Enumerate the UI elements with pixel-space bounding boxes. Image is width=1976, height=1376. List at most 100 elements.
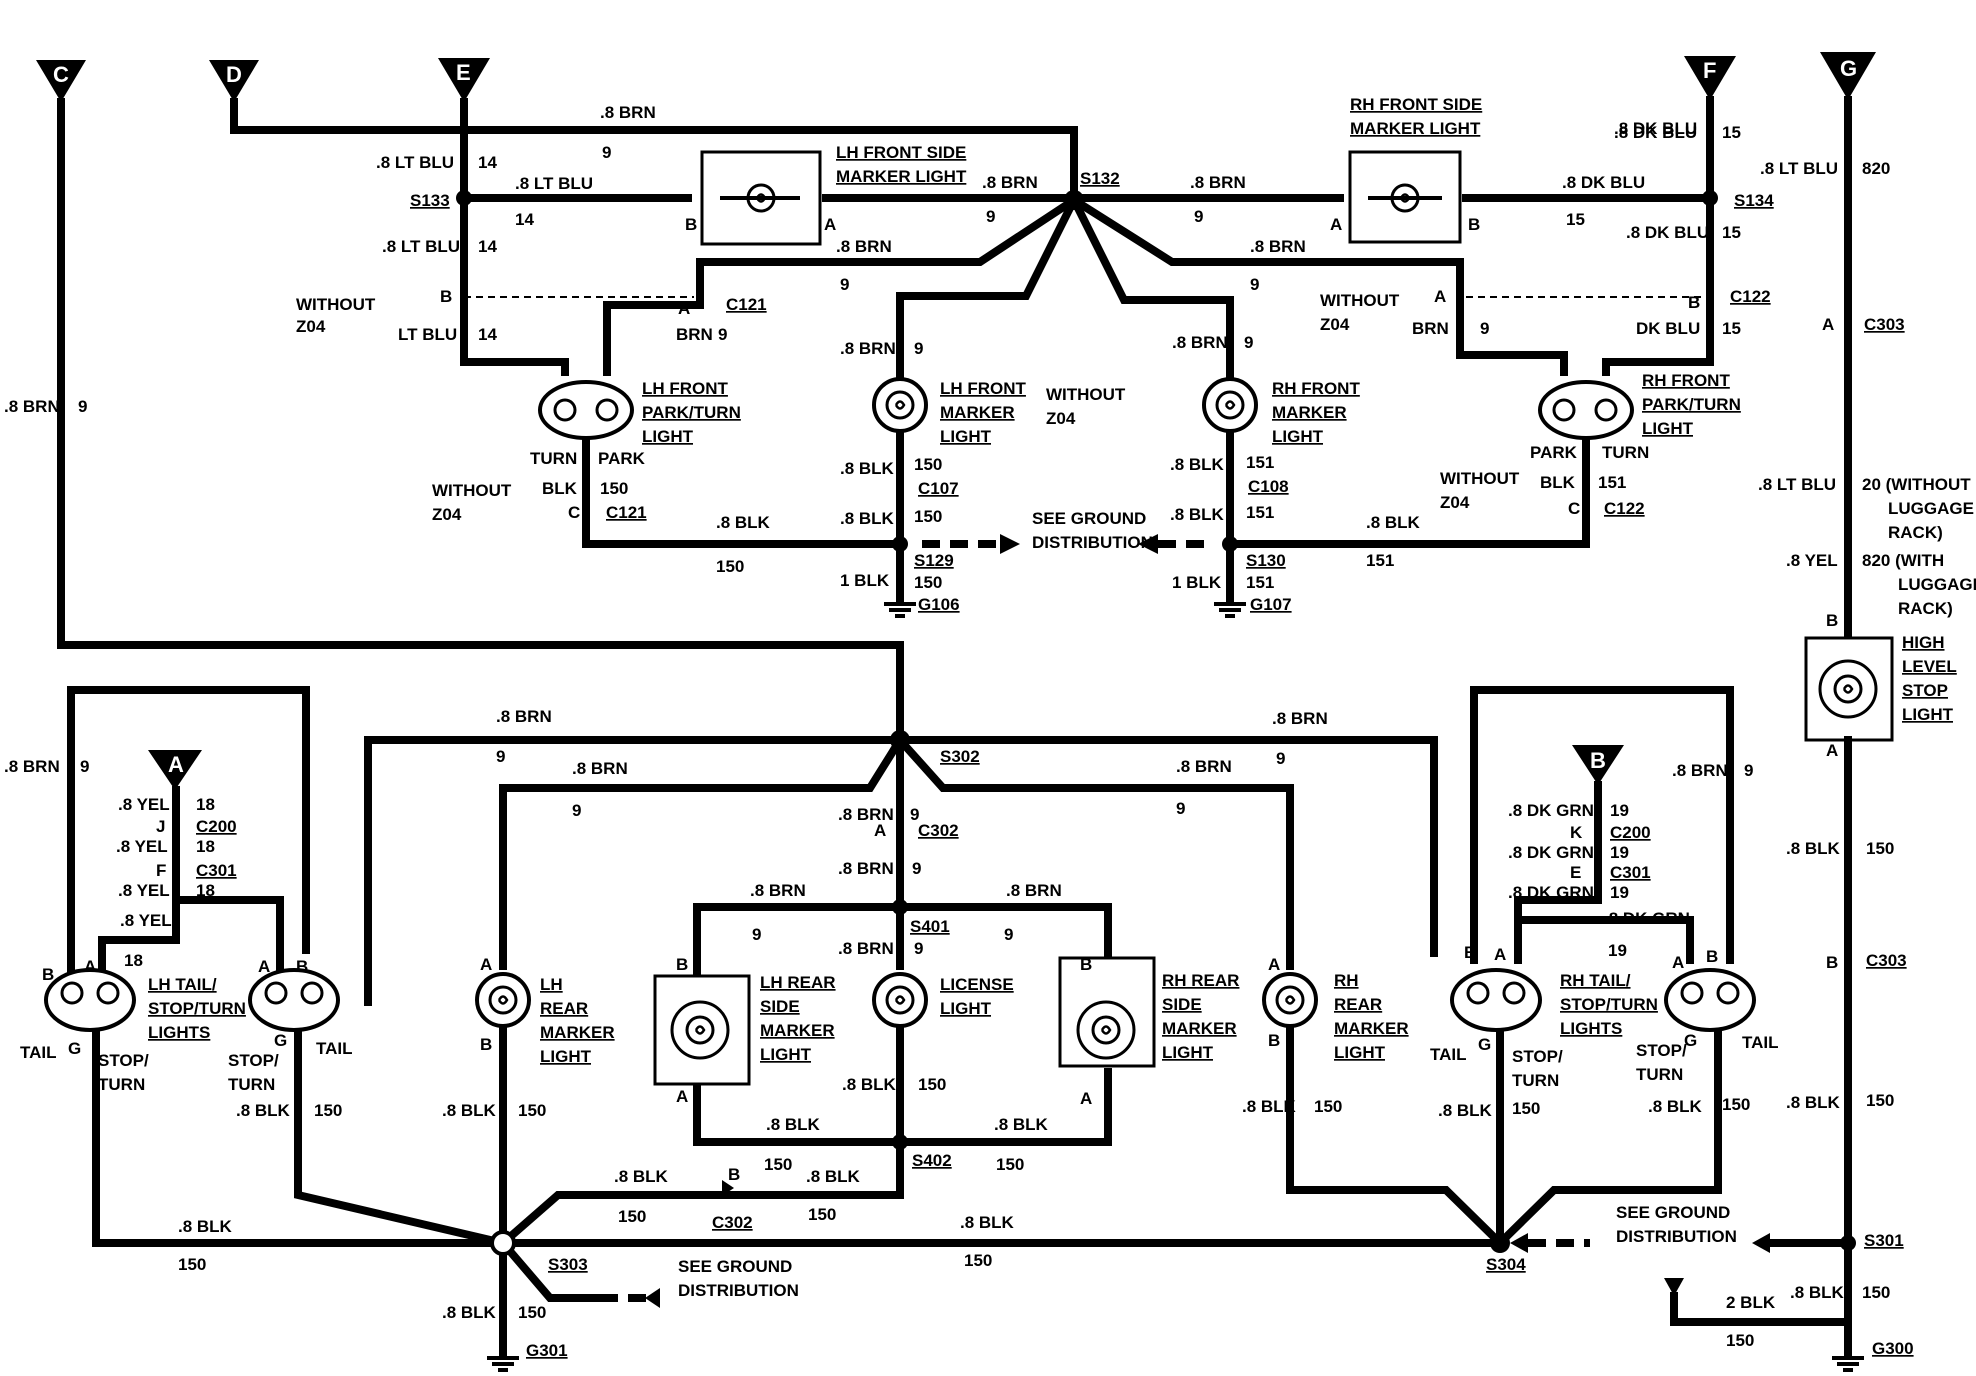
svg-text:9: 9 xyxy=(1004,925,1013,944)
svg-text:C200: C200 xyxy=(196,817,237,836)
svg-text:LIGHT: LIGHT xyxy=(1162,1043,1214,1062)
svg-text:MARKER LIGHT: MARKER LIGHT xyxy=(1350,119,1481,138)
svg-text:C303: C303 xyxy=(1864,315,1905,334)
svg-text:.8 BLK: .8 BLK xyxy=(806,1167,861,1186)
svg-text:Z04: Z04 xyxy=(1046,409,1076,428)
svg-text:LH TAIL/: LH TAIL/ xyxy=(148,975,217,994)
svg-text:LIGHTS: LIGHTS xyxy=(148,1023,210,1042)
svg-text:HIGH: HIGH xyxy=(1902,633,1945,652)
svg-text:MARKER: MARKER xyxy=(1162,1019,1237,1038)
svg-text:TAIL: TAIL xyxy=(1430,1045,1467,1064)
svg-text:9: 9 xyxy=(914,939,923,958)
svg-text:RH FRONT: RH FRONT xyxy=(1642,371,1730,390)
svg-text:.8 BLK: .8 BLK xyxy=(442,1303,497,1322)
svg-text:.8 BLK: .8 BLK xyxy=(840,459,895,478)
svg-text:SIDE: SIDE xyxy=(760,997,800,1016)
svg-text:S402: S402 xyxy=(912,1151,952,1170)
svg-text:MARKER LIGHT: MARKER LIGHT xyxy=(836,167,967,186)
svg-text:WITHOUT: WITHOUT xyxy=(1046,385,1126,404)
rh-front-side-marker-lamp xyxy=(1348,150,1462,244)
svg-text:9: 9 xyxy=(1744,761,1753,780)
svg-text:18: 18 xyxy=(124,951,143,970)
svg-text:Z04: Z04 xyxy=(1440,493,1470,512)
svg-text:B: B xyxy=(1268,1031,1280,1050)
svg-text:LH FRONT SIDE: LH FRONT SIDE xyxy=(836,143,966,162)
svg-text:TURN: TURN xyxy=(228,1075,275,1094)
svg-text:S303: S303 xyxy=(548,1255,588,1274)
svg-text:.8 DK GRN: .8 DK GRN xyxy=(1508,883,1594,902)
terminal-c: C xyxy=(36,60,86,102)
svg-text:.8 BLK: .8 BLK xyxy=(1170,505,1225,524)
splice-dots xyxy=(456,190,1856,1256)
svg-text:G: G xyxy=(274,1031,287,1050)
svg-text:1 BLK: 1 BLK xyxy=(1172,573,1222,592)
rh-rear-marker-lamp xyxy=(1262,972,1318,1028)
svg-text:.8 YEL: .8 YEL xyxy=(118,881,170,900)
svg-text:150: 150 xyxy=(1726,1331,1754,1350)
svg-text:B: B xyxy=(480,1035,492,1054)
svg-text:.8 DK BLU: .8 DK BLU xyxy=(1614,119,1697,138)
svg-text:14: 14 xyxy=(478,153,497,172)
svg-text:.8 BLK: .8 BLK xyxy=(1786,1093,1841,1112)
svg-text:9: 9 xyxy=(572,801,581,820)
svg-text:.8 BRN: .8 BRN xyxy=(840,339,896,358)
terminal-b: B xyxy=(1572,745,1624,785)
svg-text:9: 9 xyxy=(752,925,761,944)
svg-text:19: 19 xyxy=(1610,883,1629,902)
svg-text:REAR: REAR xyxy=(1334,995,1382,1014)
svg-text:C301: C301 xyxy=(1610,863,1651,882)
svg-text:G106: G106 xyxy=(918,595,960,614)
svg-text:DISTRIBUTION: DISTRIBUTION xyxy=(1616,1227,1737,1246)
svg-text:A: A xyxy=(1268,955,1280,974)
svg-text:C122: C122 xyxy=(1730,287,1771,306)
svg-text:C: C xyxy=(1568,499,1580,518)
svg-text:150: 150 xyxy=(1866,839,1894,858)
svg-text:.8 DK GRN: .8 DK GRN xyxy=(1508,843,1594,862)
svg-text:.8 BRN: .8 BRN xyxy=(1672,761,1728,780)
svg-text:151: 151 xyxy=(1246,503,1274,522)
svg-text:WITHOUT: WITHOUT xyxy=(1440,469,1520,488)
svg-text:C121: C121 xyxy=(726,295,767,314)
svg-text:.8 BLK: .8 BLK xyxy=(178,1217,233,1236)
svg-text:LIGHT: LIGHT xyxy=(642,427,694,446)
svg-text:MARKER: MARKER xyxy=(1272,403,1347,422)
svg-text:150: 150 xyxy=(808,1205,836,1224)
rh-tail-lamp-outer xyxy=(1664,968,1756,1032)
svg-text:.8 BLK: .8 BLK xyxy=(1170,455,1225,474)
svg-text:G: G xyxy=(1684,1031,1697,1050)
svg-text:STOP/TURN: STOP/TURN xyxy=(1560,995,1658,1014)
svg-text:A: A xyxy=(84,957,96,976)
svg-text:C122: C122 xyxy=(1604,499,1645,518)
svg-text:9: 9 xyxy=(496,747,505,766)
svg-text:DISTRIBUTION: DISTRIBUTION xyxy=(1032,533,1153,552)
svg-text:14: 14 xyxy=(478,237,497,256)
svg-text:.8 BRN: .8 BRN xyxy=(1006,881,1062,900)
svg-text:C121: C121 xyxy=(606,503,647,522)
svg-text:.8 BLK: .8 BLK xyxy=(236,1101,291,1120)
ground-g301 xyxy=(487,1356,519,1372)
svg-text:.8 BRN: .8 BRN xyxy=(982,173,1038,192)
svg-text:RACK): RACK) xyxy=(1888,523,1943,542)
ground-g107 xyxy=(1214,602,1246,618)
svg-text:C301: C301 xyxy=(196,861,237,880)
svg-text:1 BLK: 1 BLK xyxy=(840,571,890,590)
svg-text:.8 BRN: .8 BRN xyxy=(1250,237,1306,256)
svg-text:G: G xyxy=(68,1039,81,1058)
svg-text:S129: S129 xyxy=(914,551,954,570)
svg-text:RACK): RACK) xyxy=(1898,599,1953,618)
svg-text:.8 LT BLU: .8 LT BLU xyxy=(1758,475,1836,494)
svg-text:.8 BRN: .8 BRN xyxy=(836,237,892,256)
svg-text:RH TAIL/: RH TAIL/ xyxy=(1560,971,1631,990)
svg-text:LIGHT: LIGHT xyxy=(1642,419,1694,438)
svg-text:G300: G300 xyxy=(1872,1339,1914,1358)
svg-text:B: B xyxy=(728,1165,740,1184)
svg-text:STOP/: STOP/ xyxy=(228,1051,279,1070)
svg-text:F: F xyxy=(1703,58,1716,83)
svg-text:.8 YEL: .8 YEL xyxy=(1786,551,1838,570)
svg-text:18: 18 xyxy=(196,837,215,856)
svg-text:B: B xyxy=(1826,611,1838,630)
